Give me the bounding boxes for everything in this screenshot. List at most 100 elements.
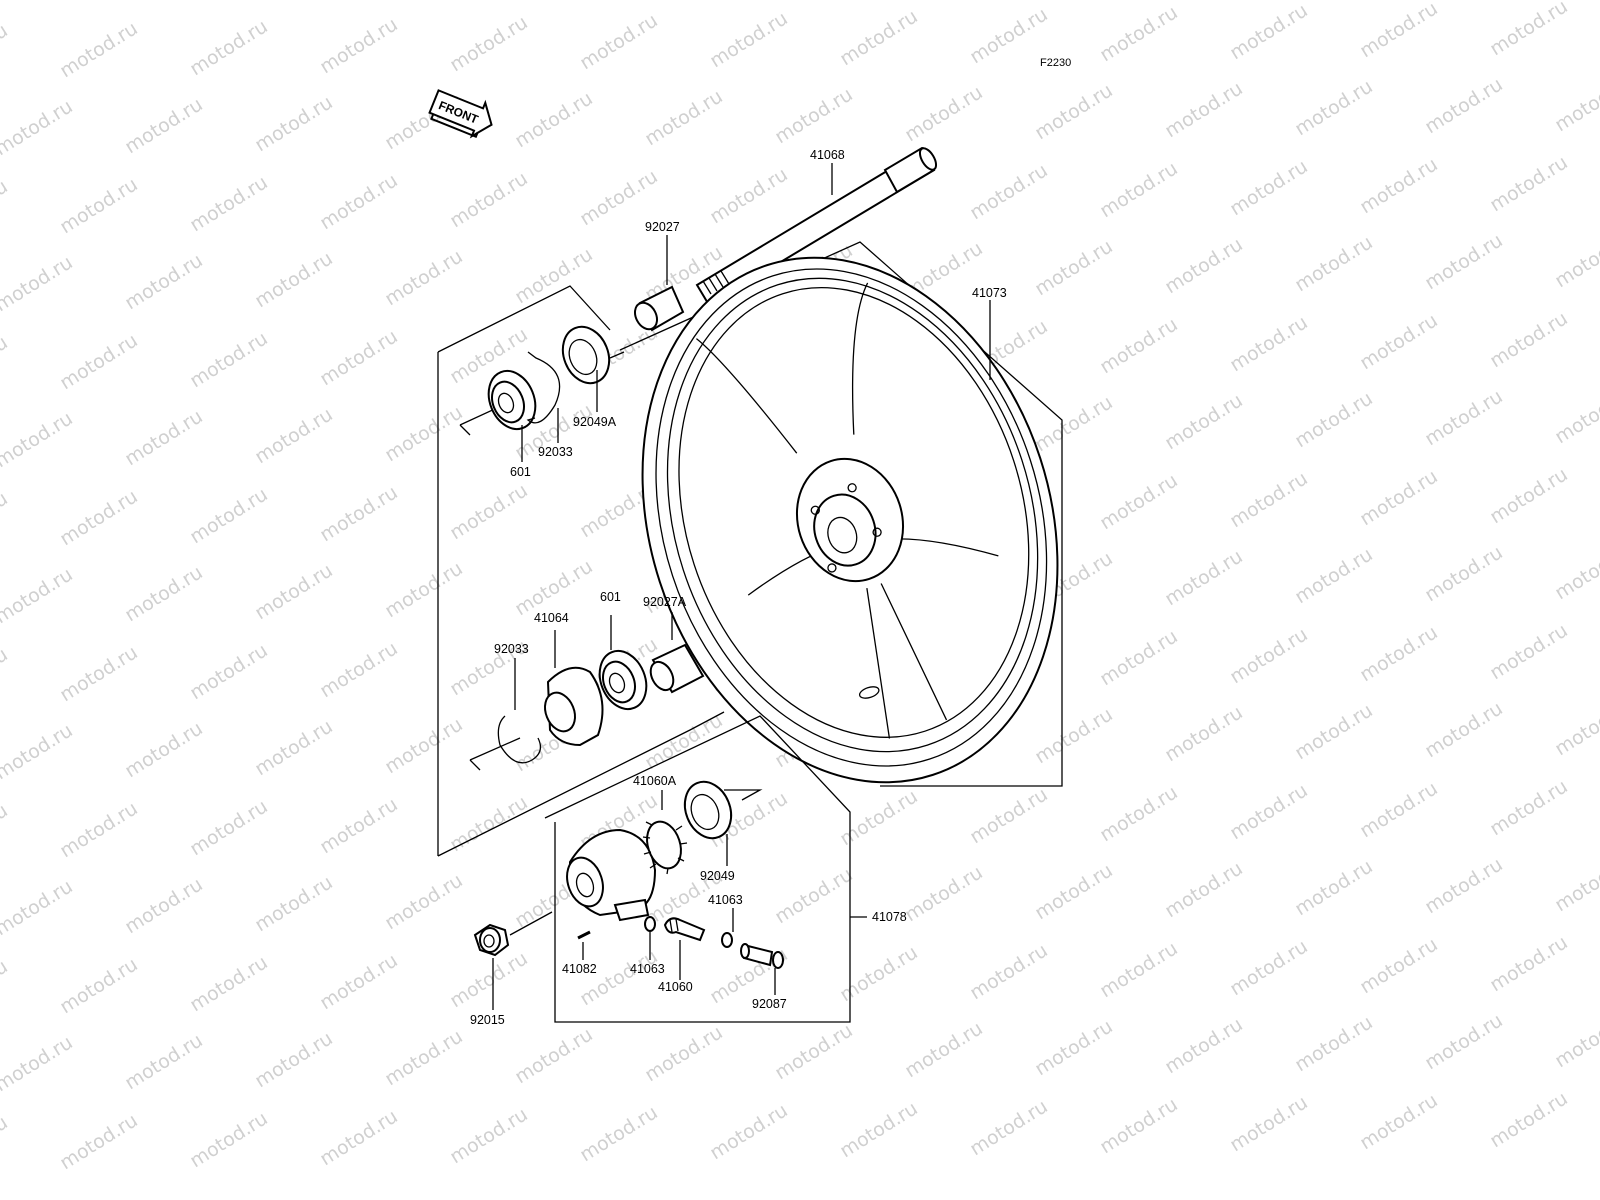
watermark-text: motod.ru xyxy=(1096,1093,1182,1158)
watermark-text: motod.ru xyxy=(1226,311,1312,376)
watermark-text: motod.ru xyxy=(1551,851,1600,916)
gear-retainer-41064 xyxy=(544,666,604,747)
watermark-text: motod.ru xyxy=(251,247,337,312)
watermark-text: motod.ru xyxy=(966,159,1052,224)
watermark-text: motod.ru xyxy=(901,81,987,146)
axle xyxy=(695,146,938,307)
watermark-text: motod.ru xyxy=(381,869,467,934)
watermark-text: motod.ru xyxy=(1551,71,1600,136)
watermark-text: motod.ru xyxy=(0,1111,12,1176)
wheel xyxy=(641,256,1059,784)
watermark-text: motod.ru xyxy=(1356,465,1442,530)
watermark-text: motod.ru xyxy=(186,795,272,860)
watermark-text: motod.ru xyxy=(1421,385,1507,450)
watermark-text: motod.ru xyxy=(56,953,142,1018)
watermark-text: motod.ru xyxy=(1096,781,1182,846)
circlip-upper xyxy=(526,351,561,424)
watermark-text: motod.ru xyxy=(966,939,1052,1004)
watermark-text: motod.ru xyxy=(1551,227,1600,292)
watermark-text: motod.ru xyxy=(1421,229,1507,294)
watermark-text: motod.ru xyxy=(1096,1,1182,66)
watermark-text: motod.ru xyxy=(381,713,467,778)
watermark-text: motod.ru xyxy=(0,0,77,4)
watermark-text: motod.ru xyxy=(1356,153,1442,218)
watermark-text: motod.ru xyxy=(56,1109,142,1174)
oil-seal-92049 xyxy=(683,780,733,840)
watermark-text: motod.ru xyxy=(381,557,467,622)
part-labels: 41068 92027 41073 92049A 92033 601 601 9… xyxy=(470,148,1007,1027)
bracket-upper xyxy=(437,285,611,353)
watermark-text: motod.ru xyxy=(0,95,77,160)
axis-mark-2 xyxy=(469,737,521,771)
watermark-text: motod.ru xyxy=(446,479,532,544)
bearing-lower xyxy=(598,649,648,711)
watermark-text: motod.ru xyxy=(641,1021,727,1086)
watermark-text: motod.ru xyxy=(0,563,77,628)
watermark-text: motod.ru xyxy=(446,11,532,76)
watermark-text: motod.ru xyxy=(251,91,337,156)
watermark-text: motod.ru xyxy=(1031,391,1117,456)
watermark-text: motod.ru xyxy=(1486,1087,1572,1152)
watermark-text: motod.ru xyxy=(56,173,142,238)
label-41073: 41073 xyxy=(972,286,1007,300)
watermark-text: motod.ru xyxy=(251,559,337,624)
watermark-text: motod.ru xyxy=(1421,73,1507,138)
nut-leader xyxy=(509,911,553,936)
watermark-text: motod.ru xyxy=(836,941,922,1006)
watermark-text: motod.ru xyxy=(251,1027,337,1092)
watermark-text: motod.ru xyxy=(56,329,142,394)
watermark-text: motod.ru xyxy=(1226,779,1312,844)
watermark-text: motod.ru xyxy=(251,403,337,468)
watermark-text: motod.ru xyxy=(121,405,207,470)
watermark-text: motod.ru xyxy=(576,9,662,74)
watermark-text: motod.ru xyxy=(0,955,12,1020)
watermark-text: motod.ru xyxy=(251,871,337,936)
watermark-text: motod.ru xyxy=(186,171,272,236)
label-92033-top: 92033 xyxy=(538,445,573,459)
watermark-text: motod.ru xyxy=(446,167,532,232)
watermark-text: motod.ru xyxy=(576,945,662,1010)
label-92049A: 92049A xyxy=(573,415,617,429)
watermark-text: motod.ru xyxy=(901,1017,987,1082)
watermark-text: motod.ru xyxy=(1291,1011,1377,1076)
watermark-text: motod.ru xyxy=(186,1107,272,1172)
watermark-text: motod.ru xyxy=(1421,853,1507,918)
watermark-text: motod.ru xyxy=(1356,1089,1442,1154)
watermark-text: motod.ru xyxy=(706,1099,792,1164)
watermark-text: motod.ru xyxy=(511,1023,597,1088)
watermark-text: motod.ru xyxy=(771,1019,857,1084)
watermark-text: motod.ru xyxy=(1161,233,1247,298)
watermark-text: motod.ru xyxy=(1031,859,1117,924)
watermark-text: motod.ru xyxy=(706,163,792,228)
label-92027: 92027 xyxy=(645,220,680,234)
watermark-text: motod.ru xyxy=(186,15,272,80)
label-601-mid: 601 xyxy=(600,590,621,604)
watermark-text: motod.ru xyxy=(1161,1013,1247,1078)
watermark-text: motod.ru xyxy=(381,1025,467,1090)
watermark-text: motod.ru xyxy=(1486,307,1572,372)
watermark-text: motod.ru xyxy=(1486,775,1572,840)
watermark-text: motod.ru xyxy=(0,487,12,552)
watermark-text: motod.ru xyxy=(0,19,12,84)
watermark-text: motod.ru xyxy=(186,639,272,704)
watermark-text: motod.ru xyxy=(966,1095,1052,1160)
watermark-text: motod.ru xyxy=(771,83,857,148)
watermark-text: motod.ru xyxy=(1096,313,1182,378)
watermark-text: motod.ru xyxy=(381,401,467,466)
watermark-text: motod.ru xyxy=(1161,857,1247,922)
drive-gear-41060A xyxy=(642,820,688,875)
watermark-text: motod.ru xyxy=(316,325,402,390)
watermark-text: motod.ru xyxy=(316,793,402,858)
watermark-text: motod.ru xyxy=(1291,543,1377,608)
watermark-text: motod.ru xyxy=(1421,541,1507,606)
watermark-text: motod.ru xyxy=(0,407,77,472)
watermark-text: motod.ru xyxy=(316,169,402,234)
watermark-text: motod.ru xyxy=(186,951,272,1016)
watermark-text: motod.ru xyxy=(1096,469,1182,534)
watermark-text: motod.ru xyxy=(836,1097,922,1162)
label-41060: 41060 xyxy=(658,980,693,994)
label-41068: 41068 xyxy=(810,148,845,162)
label-41078: 41078 xyxy=(872,910,907,924)
watermark-text: motod.ru xyxy=(1291,855,1377,920)
